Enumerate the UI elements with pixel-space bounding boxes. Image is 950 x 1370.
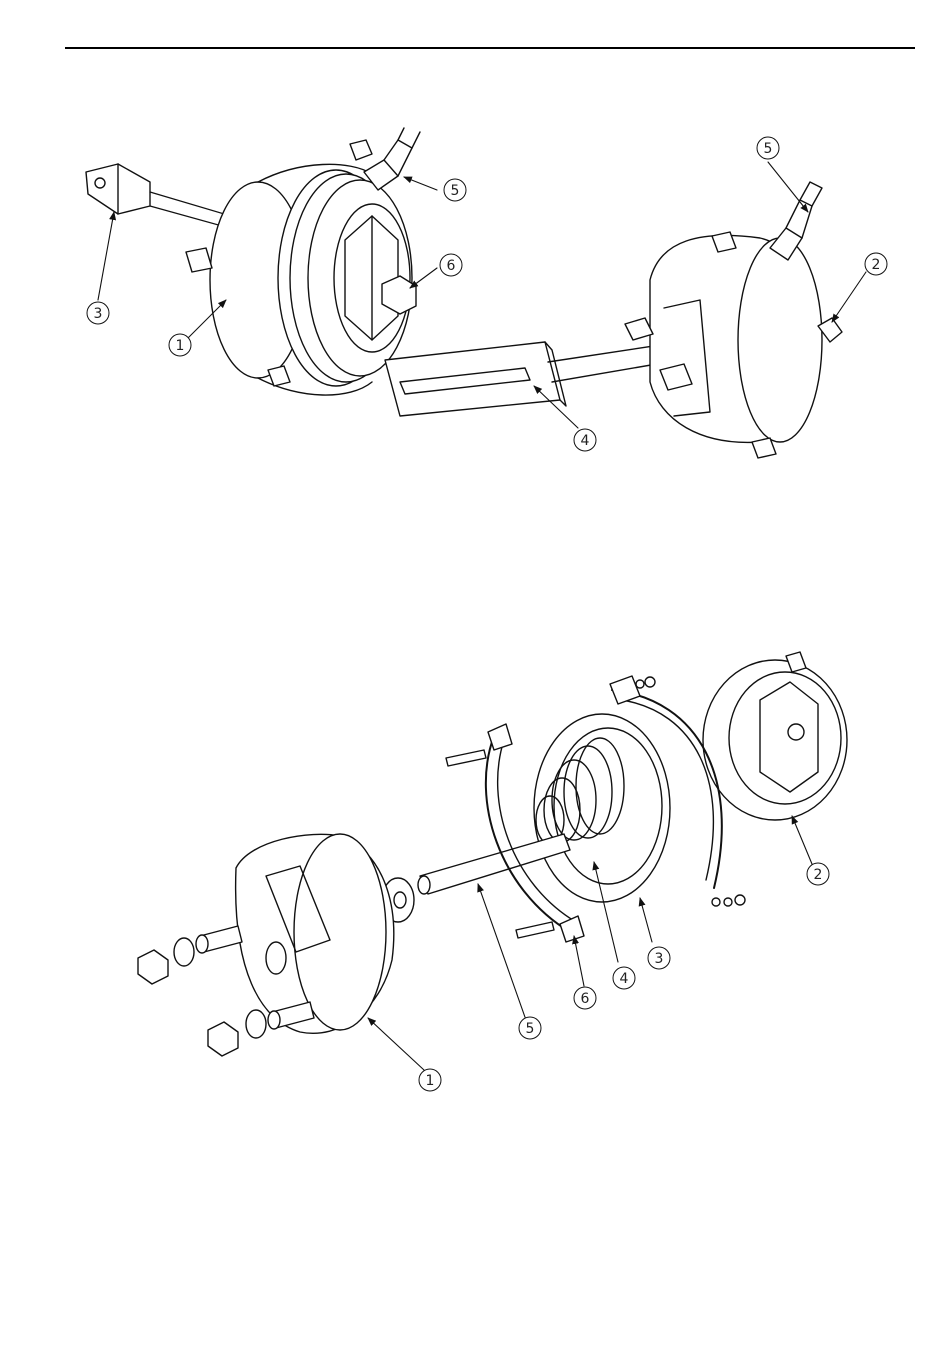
brake-chamber-exploded-figure: 2 3 4 6 5 1 <box>0 640 950 1100</box>
callout-label: 6 <box>447 258 456 274</box>
callout-label: 5 <box>764 141 773 157</box>
callout-label: 2 <box>814 867 823 883</box>
brake-chamber-assembly-figure: 5 6 3 1 5 2 4 <box>0 120 950 480</box>
callout-label: 5 <box>526 1021 535 1037</box>
rear-housing <box>138 834 394 1056</box>
header-rule <box>65 47 915 49</box>
callout-label: 5 <box>451 183 460 199</box>
callout-label: 3 <box>655 951 664 967</box>
callout-label: 3 <box>94 306 103 322</box>
left-brake-chamber <box>86 128 420 395</box>
callout-label: 4 <box>581 433 590 449</box>
callout-label: 6 <box>581 991 590 1007</box>
diaphragm <box>534 714 670 902</box>
callout-label: 1 <box>426 1073 435 1089</box>
callout-label: 2 <box>872 257 881 273</box>
right-brake-chamber <box>385 182 842 458</box>
front-cover <box>703 652 847 820</box>
callout-label: 1 <box>176 338 185 354</box>
callout-label: 4 <box>620 971 629 987</box>
